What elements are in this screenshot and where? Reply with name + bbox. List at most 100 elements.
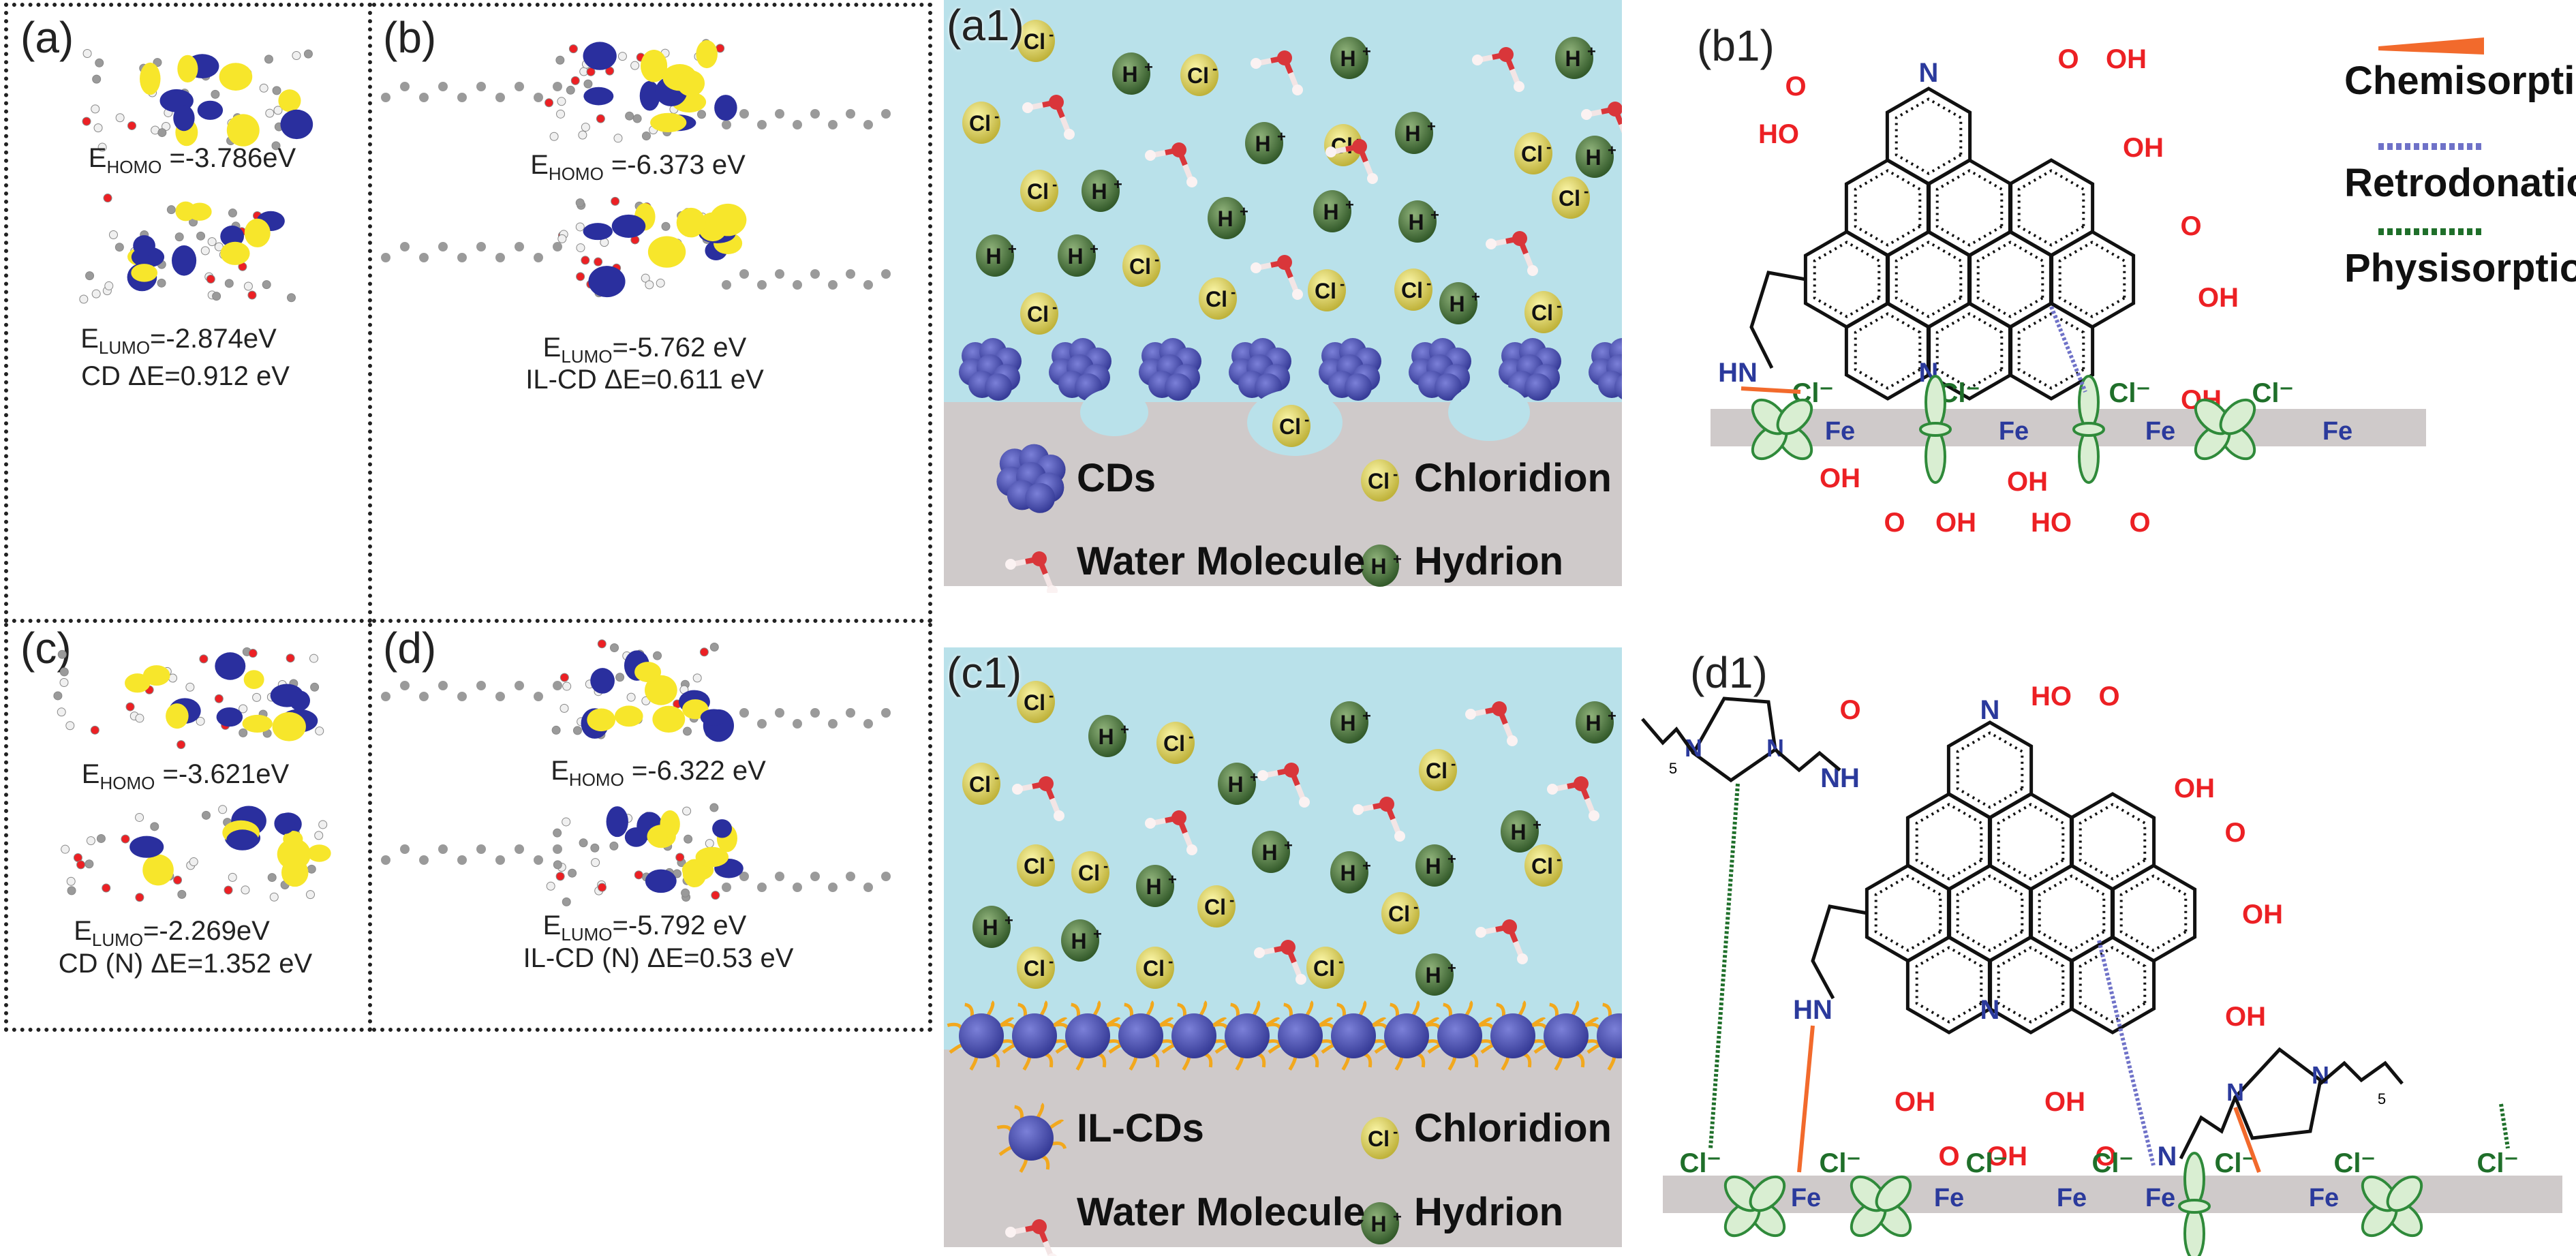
svg-text:+: + bbox=[1250, 769, 1259, 786]
water-molecule-icon bbox=[1257, 763, 1310, 808]
atom bbox=[273, 106, 283, 115]
atom-label: HN bbox=[1718, 358, 1758, 388]
aromatic-ring bbox=[1865, 863, 1952, 963]
svg-text:-: - bbox=[1154, 251, 1159, 268]
carbon-atom bbox=[515, 242, 524, 251]
svg-text:H: H bbox=[1098, 724, 1114, 749]
svg-text:-: - bbox=[1052, 176, 1057, 193]
atom bbox=[241, 885, 250, 895]
carbon-atom bbox=[438, 242, 448, 251]
svg-text:-: - bbox=[1338, 953, 1343, 970]
hydrion-icon: H+ bbox=[1576, 136, 1616, 178]
atom bbox=[696, 110, 706, 119]
atom bbox=[252, 692, 262, 702]
water-molecule-icon bbox=[1145, 142, 1197, 187]
chloride-ion-icon: Cl- bbox=[1524, 844, 1563, 887]
ilcdn-gap-energy: IL-CD (N) ΔE=0.53 eV bbox=[523, 943, 794, 973]
orbital-lobe bbox=[243, 670, 264, 690]
homo-sub: HOMO bbox=[568, 769, 624, 790]
carbon-atom bbox=[863, 280, 873, 290]
atom-label: O bbox=[2129, 508, 2150, 538]
atom bbox=[150, 822, 159, 831]
carbon-atom bbox=[775, 269, 784, 279]
orbital-lobe bbox=[639, 80, 660, 111]
svg-text:Cl: Cl bbox=[1024, 690, 1045, 715]
homo-value: =-6.322 eV bbox=[624, 756, 766, 786]
carbon-atom bbox=[553, 82, 562, 91]
atom bbox=[292, 51, 301, 61]
svg-text:+: + bbox=[1362, 43, 1371, 60]
chloride-ion-icon: Cl- bbox=[962, 102, 1000, 144]
iron-surface bbox=[1711, 409, 2426, 446]
orbital-lobe bbox=[696, 40, 718, 69]
carbon-atom bbox=[775, 109, 784, 119]
delocalized-bond bbox=[1915, 946, 1983, 1024]
atom bbox=[108, 230, 118, 239]
carbon-atom bbox=[515, 82, 524, 91]
atom bbox=[214, 694, 224, 703]
svg-text:-: - bbox=[1557, 297, 1561, 314]
svg-text:+: + bbox=[1240, 203, 1248, 220]
atom bbox=[157, 128, 167, 138]
orbital-lobe bbox=[588, 266, 626, 298]
hydrion-icon: H+ bbox=[1082, 170, 1122, 212]
atom bbox=[555, 55, 565, 65]
atom bbox=[59, 667, 69, 677]
aromatic-ring bbox=[1987, 935, 2074, 1035]
orbital-lobe bbox=[171, 245, 197, 276]
svg-text:Cl: Cl bbox=[1143, 956, 1165, 981]
svg-text:-: - bbox=[1052, 298, 1057, 316]
d-orbital-icon bbox=[1723, 1175, 1786, 1238]
atom-label: N bbox=[1766, 734, 1784, 762]
atom bbox=[65, 721, 75, 731]
carbon-atom bbox=[553, 242, 562, 251]
panel-d-label: (d) bbox=[383, 624, 437, 673]
atom-label: OH bbox=[1820, 463, 1860, 493]
il-carbon-dot-icon bbox=[1266, 1000, 1336, 1071]
panel-c1-label: (c1) bbox=[947, 648, 1022, 697]
carbon-atom bbox=[457, 253, 467, 262]
panel-c1: Cl-Cl-Cl-Cl-Cl-Cl-Cl-Cl-Cl-Cl-Cl-Cl-H+H+… bbox=[944, 647, 1622, 1256]
atom bbox=[135, 714, 144, 723]
physisorption-bond bbox=[1708, 783, 1740, 1149]
atom bbox=[545, 98, 554, 108]
svg-text:-: - bbox=[1168, 953, 1173, 970]
delocalized-bond bbox=[2079, 946, 2147, 1024]
carbon-atom bbox=[881, 269, 891, 279]
svg-text:-: - bbox=[1413, 898, 1418, 915]
homo-e: E bbox=[530, 150, 549, 180]
atom-label: OH bbox=[2123, 133, 2164, 163]
legend-retrodonation: Retrodonation bbox=[2344, 161, 2576, 205]
atom bbox=[102, 883, 111, 893]
carbon-atom bbox=[495, 692, 505, 701]
iron-atom-label: Fe bbox=[2145, 1184, 2175, 1212]
svg-text:+: + bbox=[1093, 925, 1102, 943]
hydrion-icon: H+ bbox=[1555, 37, 1596, 79]
svg-text:-: - bbox=[1356, 130, 1361, 147]
hydrion-icon: H+ bbox=[1245, 122, 1286, 164]
lumo-e: E bbox=[80, 324, 99, 354]
carbon-atom bbox=[515, 844, 524, 854]
atom bbox=[239, 728, 248, 737]
orbital-lobe bbox=[226, 829, 259, 851]
chloride-ion-icon: Cl- bbox=[1514, 132, 1552, 174]
atom bbox=[634, 870, 643, 880]
a1-particles-layer: Cl-Cl-Cl-Cl-Cl-Cl-Cl-Cl-Cl-Cl-Cl-Cl-Cl-H… bbox=[959, 20, 1622, 593]
legend-physisorption: Physisorption bbox=[2344, 246, 2576, 290]
orbital-lobe bbox=[590, 668, 615, 694]
atom bbox=[248, 649, 258, 658]
atom bbox=[303, 49, 313, 59]
atom bbox=[681, 888, 690, 898]
panel-b1-label: (b1) bbox=[1697, 21, 1775, 70]
ilcdn-homo-orbital-image bbox=[381, 639, 891, 742]
svg-text:H: H bbox=[1565, 46, 1580, 71]
aromatic-ring bbox=[1905, 935, 1993, 1035]
atom bbox=[177, 889, 187, 899]
carbon-atom bbox=[438, 844, 448, 854]
svg-text:Cl: Cl bbox=[1163, 731, 1185, 756]
svg-text:Cl: Cl bbox=[1313, 956, 1335, 981]
orbital-lobe bbox=[695, 846, 729, 868]
orbital-lobe bbox=[244, 218, 271, 247]
orbital-lobe bbox=[640, 49, 668, 82]
atom bbox=[207, 237, 217, 247]
